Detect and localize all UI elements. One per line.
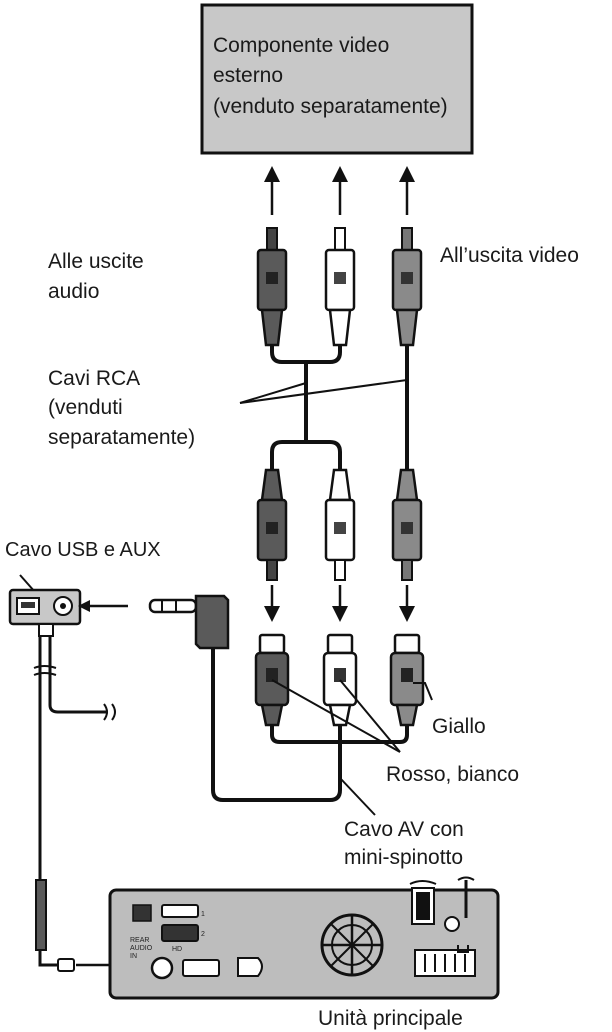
rca-cables-line-2: (venduti bbox=[48, 396, 123, 419]
external-video-component: Componente video esterno (venduto separa… bbox=[200, 3, 474, 155]
unit-rear-label-3: IN bbox=[130, 953, 137, 960]
av-jack-yellow bbox=[389, 633, 425, 727]
yellow-label: Giallo bbox=[432, 715, 486, 738]
av-mini-plug bbox=[148, 594, 230, 650]
av-jack-white bbox=[322, 633, 358, 727]
external-component-line-2: esterno bbox=[213, 64, 283, 87]
audio-outputs-line-2: audio bbox=[48, 280, 99, 303]
unit-rear-label-2: AUDIO bbox=[130, 945, 153, 952]
audio-outputs-line-1: Alle uscite bbox=[48, 250, 144, 273]
rca-cables-line-1: Cavi RCA bbox=[48, 367, 140, 390]
unit-port-2-label: 2 bbox=[201, 931, 205, 938]
unit-rear-label-1: REAR bbox=[130, 937, 149, 944]
av-cable-line-2: mini-spinotto bbox=[344, 846, 463, 869]
red-white-label: Rosso, bianco bbox=[386, 763, 519, 786]
usb-aux-cable bbox=[8, 574, 146, 972]
av-jack-red bbox=[254, 633, 290, 727]
top-rca-plug-red bbox=[256, 227, 288, 347]
main-unit: 1 2 HD REAR AUDIO IN bbox=[108, 876, 500, 1000]
top-rca-plug-white bbox=[324, 227, 356, 347]
unit-port-hd-label: HD bbox=[172, 946, 182, 953]
main-unit-label: Unità principale bbox=[318, 1007, 463, 1030]
external-component-line-1: Componente video bbox=[213, 34, 389, 57]
unit-port-1-label: 1 bbox=[201, 911, 205, 918]
usb-aux-cable-label: Cavo USB e AUX bbox=[5, 539, 161, 561]
bottom-rca-plug-red bbox=[256, 468, 288, 581]
rca-cables-line-3: separatamente) bbox=[48, 426, 195, 449]
av-cable-line-1: Cavo AV con bbox=[344, 818, 464, 841]
video-output-label: All’uscita video bbox=[440, 244, 579, 267]
down-arrows bbox=[264, 585, 415, 622]
rca-cable-wires bbox=[270, 345, 409, 470]
bottom-rca-plug-white bbox=[324, 468, 356, 581]
bottom-rca-plug-yellow bbox=[391, 468, 423, 581]
av-cable-wires bbox=[211, 648, 409, 802]
top-rca-plug-yellow bbox=[391, 227, 423, 347]
external-component-line-3: (venduto separatamente) bbox=[213, 95, 448, 118]
leader-lines bbox=[239, 379, 433, 816]
up-arrows bbox=[264, 166, 415, 215]
